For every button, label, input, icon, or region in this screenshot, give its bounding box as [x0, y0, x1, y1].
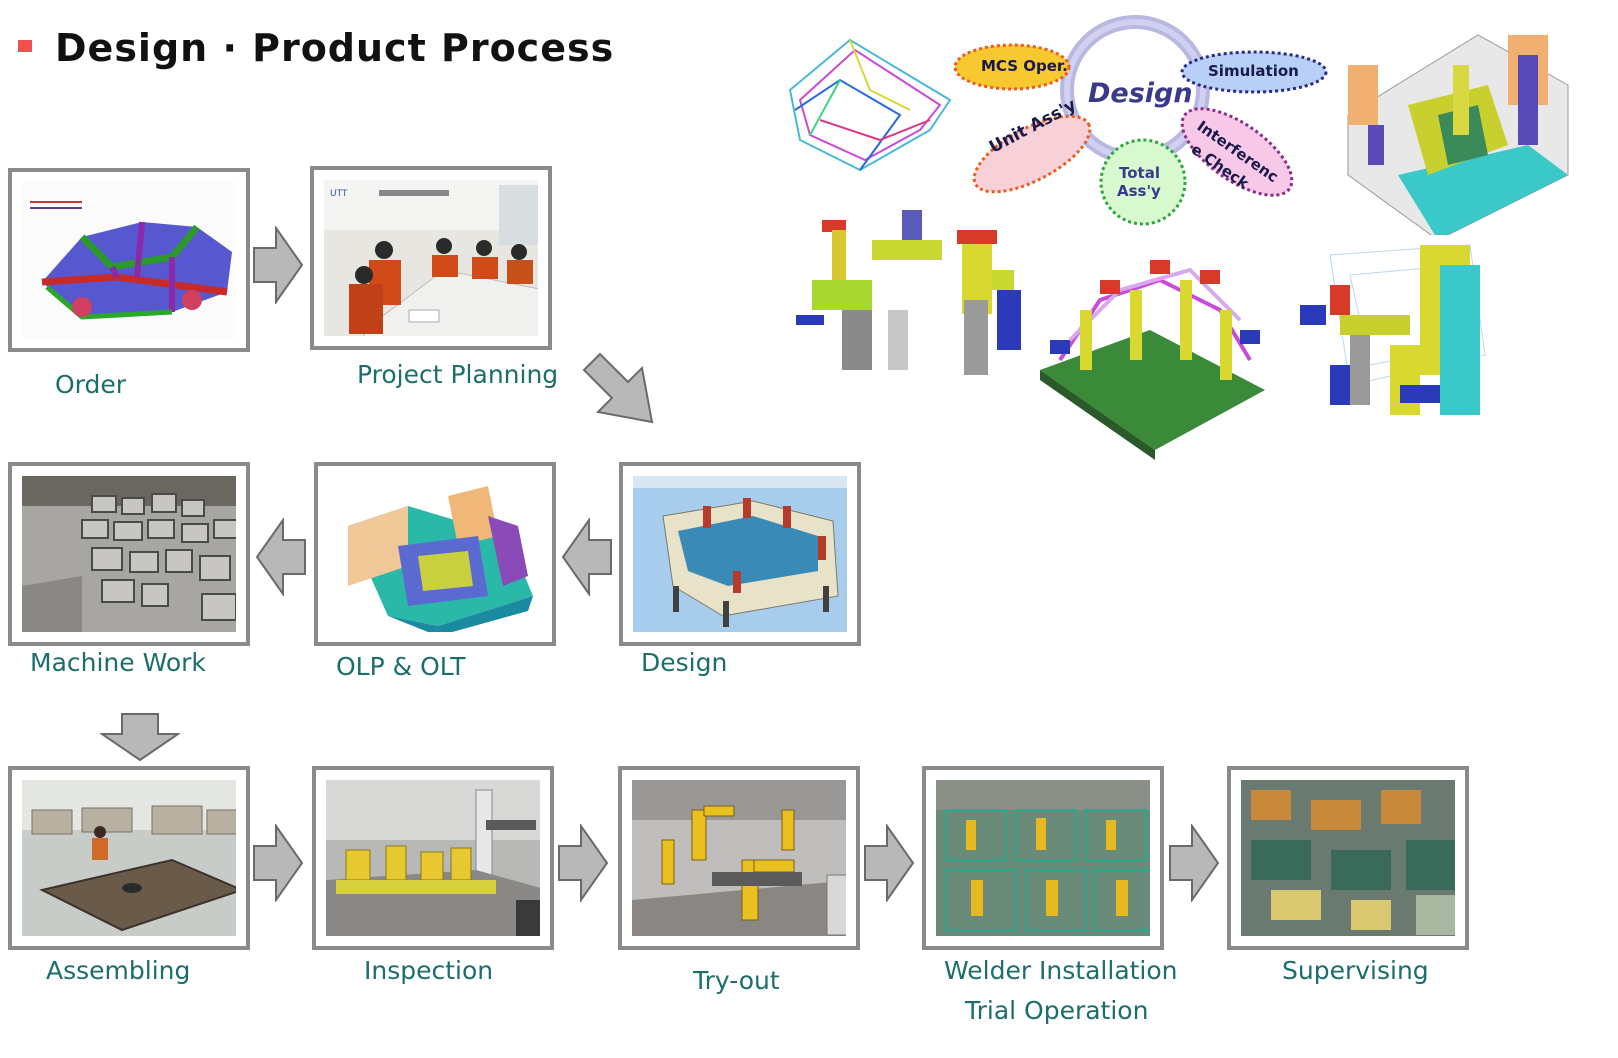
arrow-right-icon: [864, 824, 915, 902]
simulation-bubble-icon: [1180, 50, 1328, 94]
mcs-oper-bubble-icon: [953, 43, 1071, 91]
machined-parts-photo-icon: [22, 476, 236, 632]
step-label-supervising: Supervising: [1282, 956, 1429, 985]
total-assy-line2: Ass'y: [1117, 182, 1161, 200]
arrow-right-icon: [1169, 824, 1220, 902]
machine-work-image: [8, 462, 250, 646]
interference-check-bubble-icon: [1180, 107, 1294, 197]
arrow-left-icon: [255, 518, 306, 596]
plant-overview-photo-icon: [1241, 780, 1455, 936]
olp-olt-image: [314, 462, 556, 646]
step-label-olp-olt: OLP & OLT: [336, 652, 466, 681]
car-body-frame-icon: [30, 201, 232, 320]
cell-layout-render-icon: [1347, 34, 1569, 240]
welding-line-photo-icon: [936, 780, 1150, 936]
page-title: Design · Product Process: [55, 26, 615, 70]
step-label-assembling: Assembling: [46, 956, 191, 985]
arrow-right-icon: [558, 824, 609, 902]
total-assy-bubble-icon: [1099, 138, 1187, 226]
arrow-left-icon: [561, 518, 612, 596]
design-cycle-center: Design: [1088, 78, 1193, 109]
mcs-oper-label: MCS Oper.: [981, 57, 1068, 75]
unit-assy-bubble-icon: [972, 114, 1092, 194]
try-out-image: [618, 766, 860, 950]
title-bullet: [18, 40, 32, 52]
simulation-label: Simulation: [1208, 62, 1299, 80]
welder-installation-image: [922, 766, 1164, 950]
step-label-inspection: Inspection: [364, 956, 494, 985]
assembly-floor-photo-icon: [22, 780, 236, 936]
meeting-photo-icon: UTT: [324, 180, 538, 336]
step-label-order: Order: [55, 370, 127, 399]
order-image: [8, 168, 250, 352]
offline-programming-render-icon: [348, 486, 533, 632]
fixture-detail-render-icon: [1290, 235, 1490, 435]
project-planning-image: UTT: [310, 166, 552, 350]
step-label-project-planning: Project Planning: [357, 360, 559, 389]
arrow-down-right-icon: [582, 352, 654, 424]
arrow-right-icon: [253, 226, 304, 304]
svg-text:UTT: UTT: [330, 189, 348, 199]
design-image: [619, 462, 861, 646]
step-label-welder-installation: Welder Installation: [944, 956, 1178, 985]
fixture-units-render-icon: [796, 210, 1021, 375]
supervising-image: [1227, 766, 1469, 950]
assembling-image: [8, 766, 250, 950]
wireframe-body-render-icon: [788, 38, 952, 172]
arrow-right-icon: [253, 824, 304, 902]
total-assy-line1: Total: [1119, 164, 1160, 182]
cmm-inspection-photo-icon: [326, 780, 540, 936]
arrow-down-icon: [100, 713, 180, 762]
inspection-image: [312, 766, 554, 950]
step-label-try-out: Try-out: [693, 966, 780, 995]
fixture-assembly-render-icon: [1040, 260, 1265, 460]
cad-fixture-screen-icon: [633, 476, 847, 632]
step-label-machine-work: Machine Work: [30, 648, 206, 677]
step-label-trial-operation: Trial Operation: [965, 996, 1149, 1025]
step-label-design: Design: [641, 648, 728, 677]
robot-cell-photo-icon: [632, 780, 846, 936]
